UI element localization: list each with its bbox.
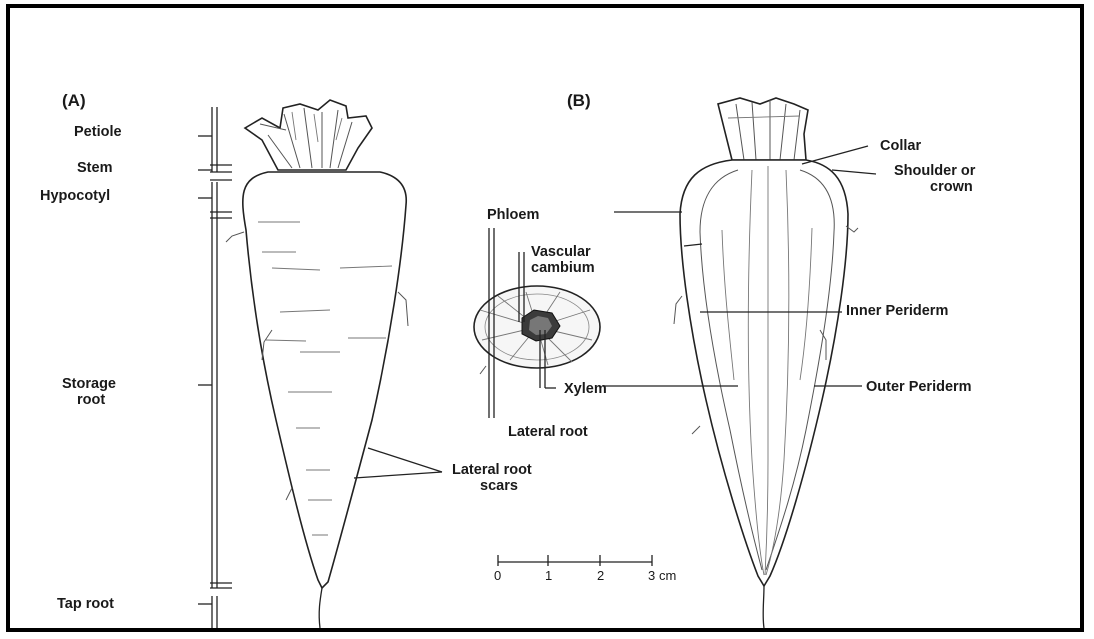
storage-root-label-line2: root [77, 392, 105, 408]
scale-tick-0: 0 [494, 568, 501, 583]
shoulder-label-line1: Shoulder or [894, 163, 976, 179]
scale-tick-2: 2 [597, 568, 604, 583]
scale-tick-1: 1 [545, 568, 552, 583]
shoulder-label-line2: crown [930, 179, 973, 195]
vascular-cambium-label-line1: Vascular [531, 244, 591, 260]
cross-section [474, 286, 600, 368]
lateral-root-label: Lateral root [508, 424, 588, 440]
carrot-a-petioles [245, 100, 372, 170]
tap-root-label: Tap root [57, 596, 114, 612]
scale-bar: 0 1 2 3 cm [494, 555, 676, 583]
hypocotyl-label: Hypocotyl [40, 188, 110, 204]
petiole-label: Petiole [74, 124, 122, 140]
xylem-label: Xylem [564, 381, 607, 397]
vascular-cambium-label-line2: cambium [531, 260, 595, 276]
carrot-b-root [674, 160, 858, 628]
phloem-label: Phloem [487, 207, 539, 223]
storage-root-label-line1: Storage [62, 376, 116, 392]
lateral-root-scars-label-line1: Lateral root [452, 462, 532, 478]
lateral-root-scars-label-line2: scars [480, 478, 518, 494]
scale-unit: cm [659, 568, 676, 583]
inner-periderm-label: Inner Periderm [846, 303, 948, 319]
lateral-root-scars-pointer [354, 448, 442, 478]
region-bracket [198, 107, 232, 628]
carrot-b-collar [718, 98, 808, 160]
collar-label: Collar [880, 138, 921, 154]
stem-label: Stem [77, 160, 112, 176]
panel-b-label: (B) [567, 91, 591, 110]
scale-tick-3: 3 [648, 568, 655, 583]
carrot-a-root [226, 172, 408, 628]
outer-periderm-label: Outer Periderm [866, 379, 972, 395]
panel-a-label: (A) [62, 91, 86, 110]
